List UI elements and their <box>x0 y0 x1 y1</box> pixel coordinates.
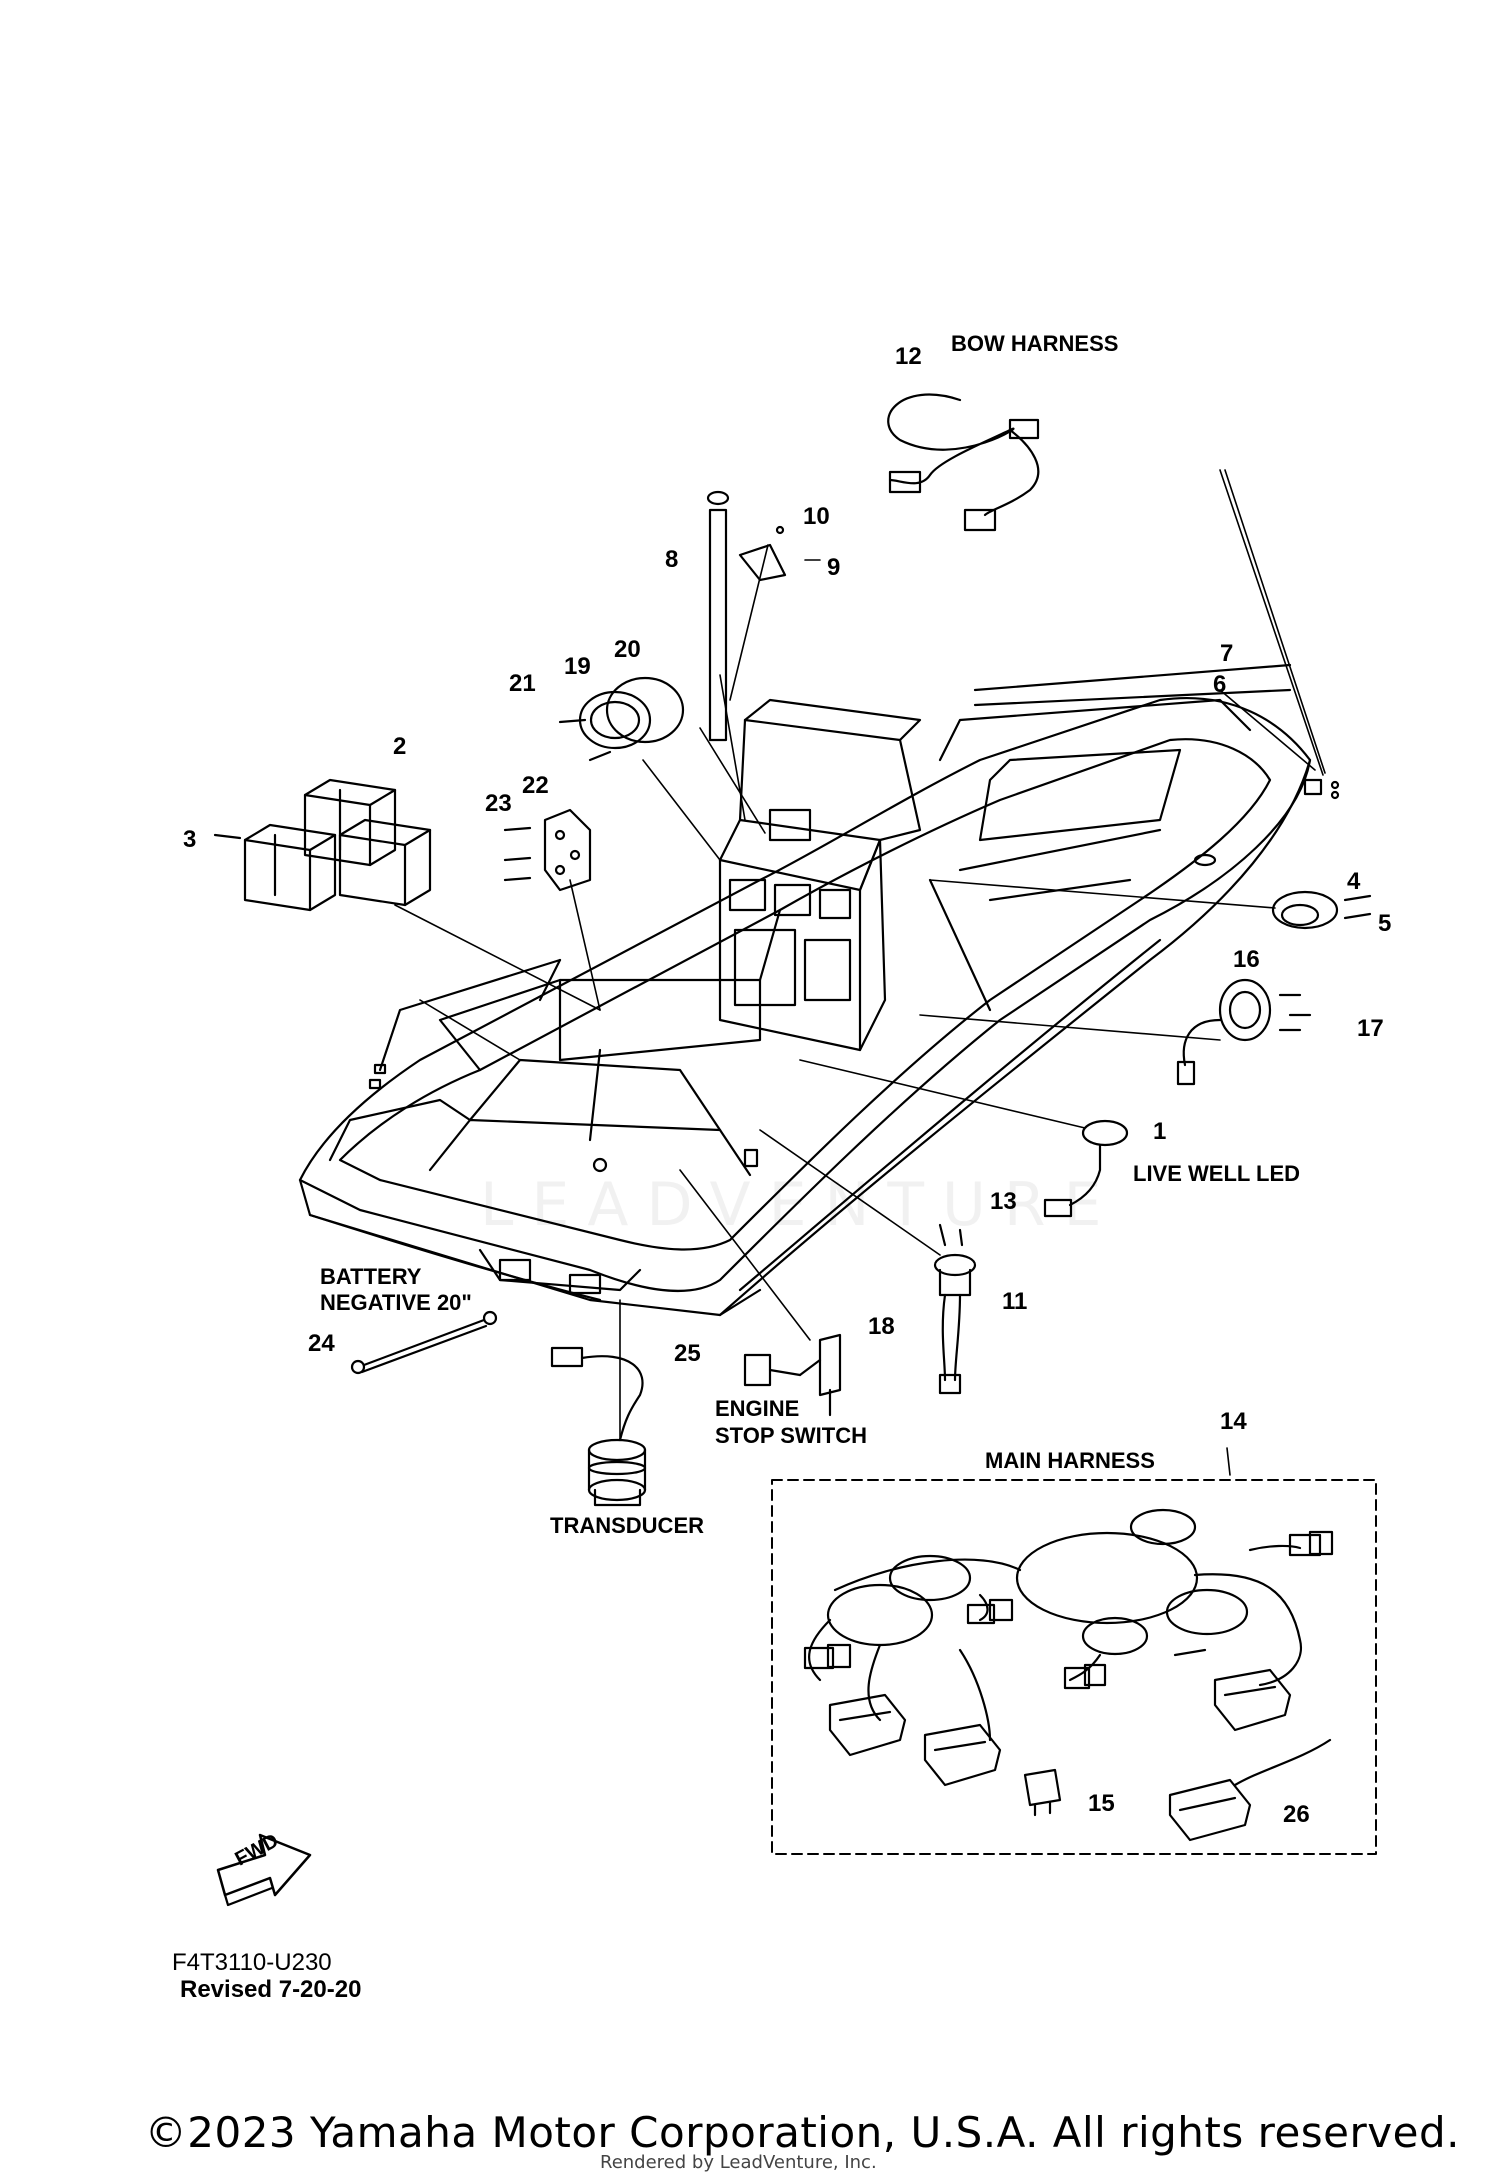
callout-3: 3 <box>183 826 197 853</box>
callout-10: 10 <box>803 503 830 530</box>
callout-12: 12 <box>895 343 922 370</box>
transducer-label: TRANSDUCER <box>550 1513 704 1538</box>
callout-18: 18 <box>868 1313 895 1340</box>
pole-assembly <box>706 490 787 742</box>
callout-6: 6 <box>1213 671 1227 698</box>
live-well-led <box>1043 1119 1129 1218</box>
part-code: F4T3110-U230 <box>172 1949 332 1976</box>
callout-20: 20 <box>614 636 641 663</box>
callout-25: 25 <box>674 1340 701 1367</box>
live-well-led-label: LIVE WELL LED <box>1133 1161 1301 1186</box>
leader-lines <box>394 469 1326 1441</box>
main-harness <box>803 1508 1334 1842</box>
callout-16: 16 <box>1233 946 1260 973</box>
transducer <box>550 1346 647 1507</box>
engine-stop-label-1: ENGINE <box>715 1396 800 1421</box>
bow-fasteners <box>973 663 1340 800</box>
engine-stop-switch <box>743 1333 842 1417</box>
engine-stop-label-2: STOP SWITCH <box>715 1423 867 1448</box>
switch-panel <box>503 808 592 892</box>
callout-7: 7 <box>1220 640 1234 667</box>
callout-19: 19 <box>564 653 591 680</box>
switch-11 <box>933 1223 977 1395</box>
callout-15: 15 <box>1088 1790 1115 1817</box>
battery-negative-cable <box>350 1310 498 1375</box>
bow-harness-label: BOW HARNESS <box>951 331 1119 356</box>
copyright: ©2023 Yamaha Motor Corporation, U.S.A. A… <box>144 2108 1460 2157</box>
speaker-assembly <box>558 676 685 762</box>
battery-boxes <box>213 778 432 912</box>
callout-17: 17 <box>1357 1015 1384 1042</box>
callout-11: 11 <box>1002 1288 1028 1315</box>
callout-1: 1 <box>1153 1118 1167 1145</box>
fwd-arrow-icon <box>216 1833 312 1907</box>
battery-negative-label-1: BATTERY <box>320 1264 422 1289</box>
callout-4: 4 <box>1347 868 1361 895</box>
courtesy-light <box>1176 978 1312 1086</box>
rendered-by: Rendered by LeadVenture, Inc. <box>600 2152 877 2173</box>
callout-8: 8 <box>665 546 679 573</box>
revised-text: Revised 7-20-20 <box>180 1976 362 2003</box>
callout-5: 5 <box>1378 910 1392 937</box>
callout-23: 23 <box>485 790 512 817</box>
bow-harness <box>887 393 1040 532</box>
callout-26: 26 <box>1283 1801 1310 1828</box>
revised-date: Revised 7-20-20 <box>180 1976 362 2003</box>
callout-13: 13 <box>990 1188 1017 1215</box>
callout-9: 9 <box>827 554 841 581</box>
callout-14: 14 <box>1220 1408 1247 1435</box>
main-harness-box <box>771 1479 1377 1855</box>
watermark: LEADVENTURE <box>480 1170 1120 1240</box>
callout-2: 2 <box>393 733 407 760</box>
callout-22: 22 <box>522 772 549 799</box>
boat-hull <box>298 696 1312 1317</box>
front-vent <box>1271 890 1372 930</box>
callout-21: 21 <box>509 670 536 697</box>
battery-negative-label-2: NEGATIVE 20" <box>320 1290 472 1315</box>
callout-24: 24 <box>308 1330 335 1357</box>
main-harness-label: MAIN HARNESS <box>985 1448 1155 1473</box>
